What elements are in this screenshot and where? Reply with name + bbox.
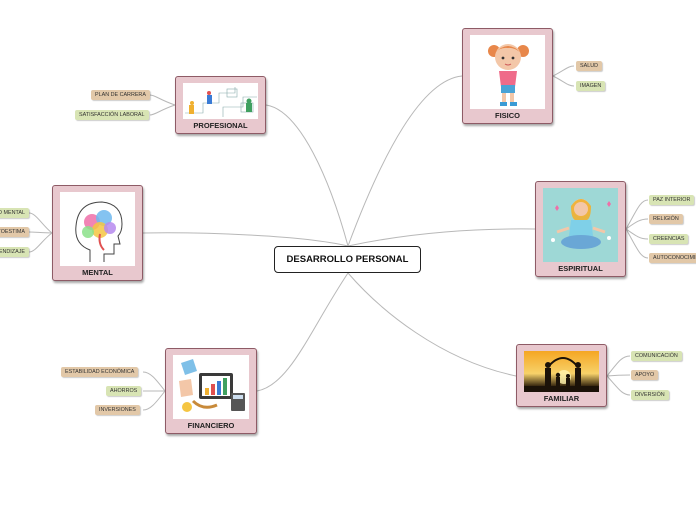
subtopic-comunicacion[interactable]: COMUNICACIÓN	[631, 351, 682, 361]
subtopic-autoconocimiento[interactable]: AUTOCONOCIMIENTO	[649, 253, 696, 263]
subtopic-inversiones[interactable]: INVERSIONES	[95, 405, 140, 415]
topic-label: MENTAL	[82, 268, 113, 277]
career-path-illustration	[183, 83, 258, 119]
topic-mental[interactable]: MENTAL	[52, 185, 143, 281]
subtopic-apoyo[interactable]: APOYO	[631, 370, 659, 380]
subtopic-imagen[interactable]: IMAGEN	[576, 81, 606, 91]
topic-profesional[interactable]: PROFESIONAL	[175, 76, 266, 134]
finance-illustration	[173, 355, 249, 419]
subtopic-paz-interior[interactable]: PAZ INTERIOR	[649, 195, 695, 205]
subtopic-salud[interactable]: SALUD	[576, 61, 602, 71]
topic-financiero[interactable]: FINANCIERO	[165, 348, 257, 434]
topic-espiritual[interactable]: ESPIRITUAL	[535, 181, 626, 277]
meditation-illustration	[543, 188, 618, 262]
subtopic-salud-mental[interactable]: SALUD MENTAL	[0, 208, 29, 218]
topic-label: FISICO	[494, 111, 520, 120]
subtopic-plan-de-carrera[interactable]: PLAN DE CARRERA	[91, 90, 150, 100]
family-silhouette-illustration	[524, 351, 599, 392]
brain-head-illustration	[60, 192, 135, 266]
subtopic-estabilidad-economica[interactable]: ESTABILIDAD ECONÓMICA	[61, 367, 139, 377]
subtopic-diversion[interactable]: DIVERSIÓN	[631, 390, 669, 400]
subtopic-ahorros[interactable]: AHORROS	[106, 386, 142, 396]
subtopic-autoestima[interactable]: AUTOESTIMA	[0, 227, 29, 237]
topic-label: ESPIRITUAL	[558, 264, 603, 273]
subtopic-satisfaccion-laboral[interactable]: SATISFACCIÓN LABORAL	[75, 110, 149, 120]
subtopic-aprendizaje[interactable]: APRENDIZAJE	[0, 247, 29, 257]
topic-label: FAMILIAR	[543, 394, 580, 403]
topic-label: PROFESIONAL	[193, 121, 248, 130]
topic-label: FINANCIERO	[187, 421, 235, 430]
subtopic-creencias[interactable]: CREENCIAS	[649, 234, 689, 244]
girl-illustration	[470, 35, 545, 109]
topic-fisico[interactable]: FISICO	[462, 28, 553, 124]
topic-familiar[interactable]: FAMILIAR	[516, 344, 607, 407]
central-topic[interactable]: DESARROLLO PERSONAL	[274, 246, 421, 273]
subtopic-religion[interactable]: RELIGIÓN	[649, 214, 683, 224]
